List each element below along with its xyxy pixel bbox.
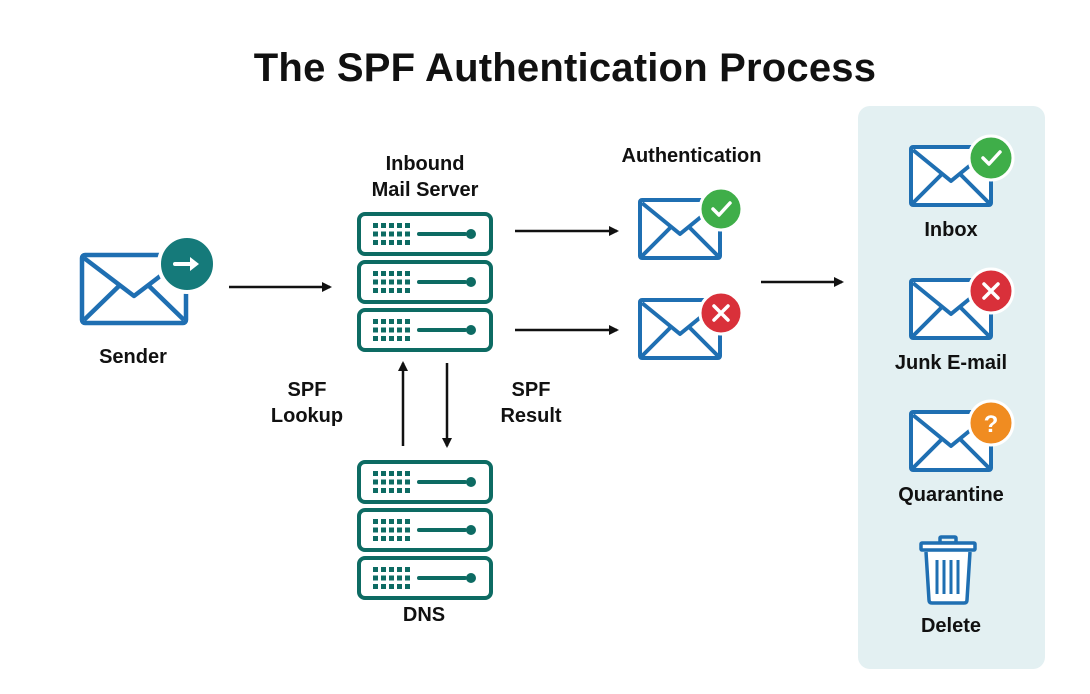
- cross-badge-icon: [967, 267, 1015, 315]
- outcome-inbox-label: Inbox: [924, 219, 978, 241]
- inbound-server-label-line2: Mail Server: [371, 179, 479, 201]
- svg-text:?: ?: [984, 411, 999, 438]
- outcome-delete-label: Delete: [920, 615, 982, 637]
- check-badge-icon: [698, 186, 744, 232]
- dns-server-icon: [357, 460, 493, 600]
- inbound-server-label-line1: Inbound: [385, 153, 465, 175]
- spf-lookup-label-line1: SPF: [287, 379, 327, 401]
- outcome-quarantine-label: Quarantine: [898, 484, 1004, 506]
- outcome-quarantine-icon: ?: [909, 399, 1015, 472]
- spf-lookup-label-line2: Lookup: [270, 405, 344, 427]
- trash-icon: [919, 535, 977, 605]
- spf-result-label-line1: SPF: [511, 379, 551, 401]
- auth-pass-node: [638, 186, 744, 260]
- inbound-mail-server-icon: [357, 212, 493, 352]
- authentication-label: Authentication: [621, 145, 762, 167]
- send-arrow-badge-icon: [157, 234, 217, 294]
- outcome-junk-label: Junk E-mail: [894, 352, 1008, 374]
- spf-lookup-label: SPF Lookup: [257, 377, 357, 429]
- outcome-junk-icon: [909, 267, 1015, 340]
- spf-result-label-line2: Result: [500, 405, 562, 427]
- spf-result-label: SPF Result: [481, 377, 581, 429]
- question-badge-icon: ?: [967, 399, 1015, 447]
- outcome-inbox-icon: [909, 134, 1015, 207]
- sender-node: [79, 234, 217, 326]
- sender-label: Sender: [99, 346, 167, 368]
- check-badge-icon: [967, 134, 1015, 182]
- page-title: The SPF Authentication Process: [253, 46, 877, 90]
- dns-label: DNS: [402, 604, 446, 626]
- auth-fail-node: [638, 290, 744, 360]
- inbound-server-label: Inbound Mail Server: [345, 151, 505, 203]
- cross-badge-icon: [698, 290, 744, 336]
